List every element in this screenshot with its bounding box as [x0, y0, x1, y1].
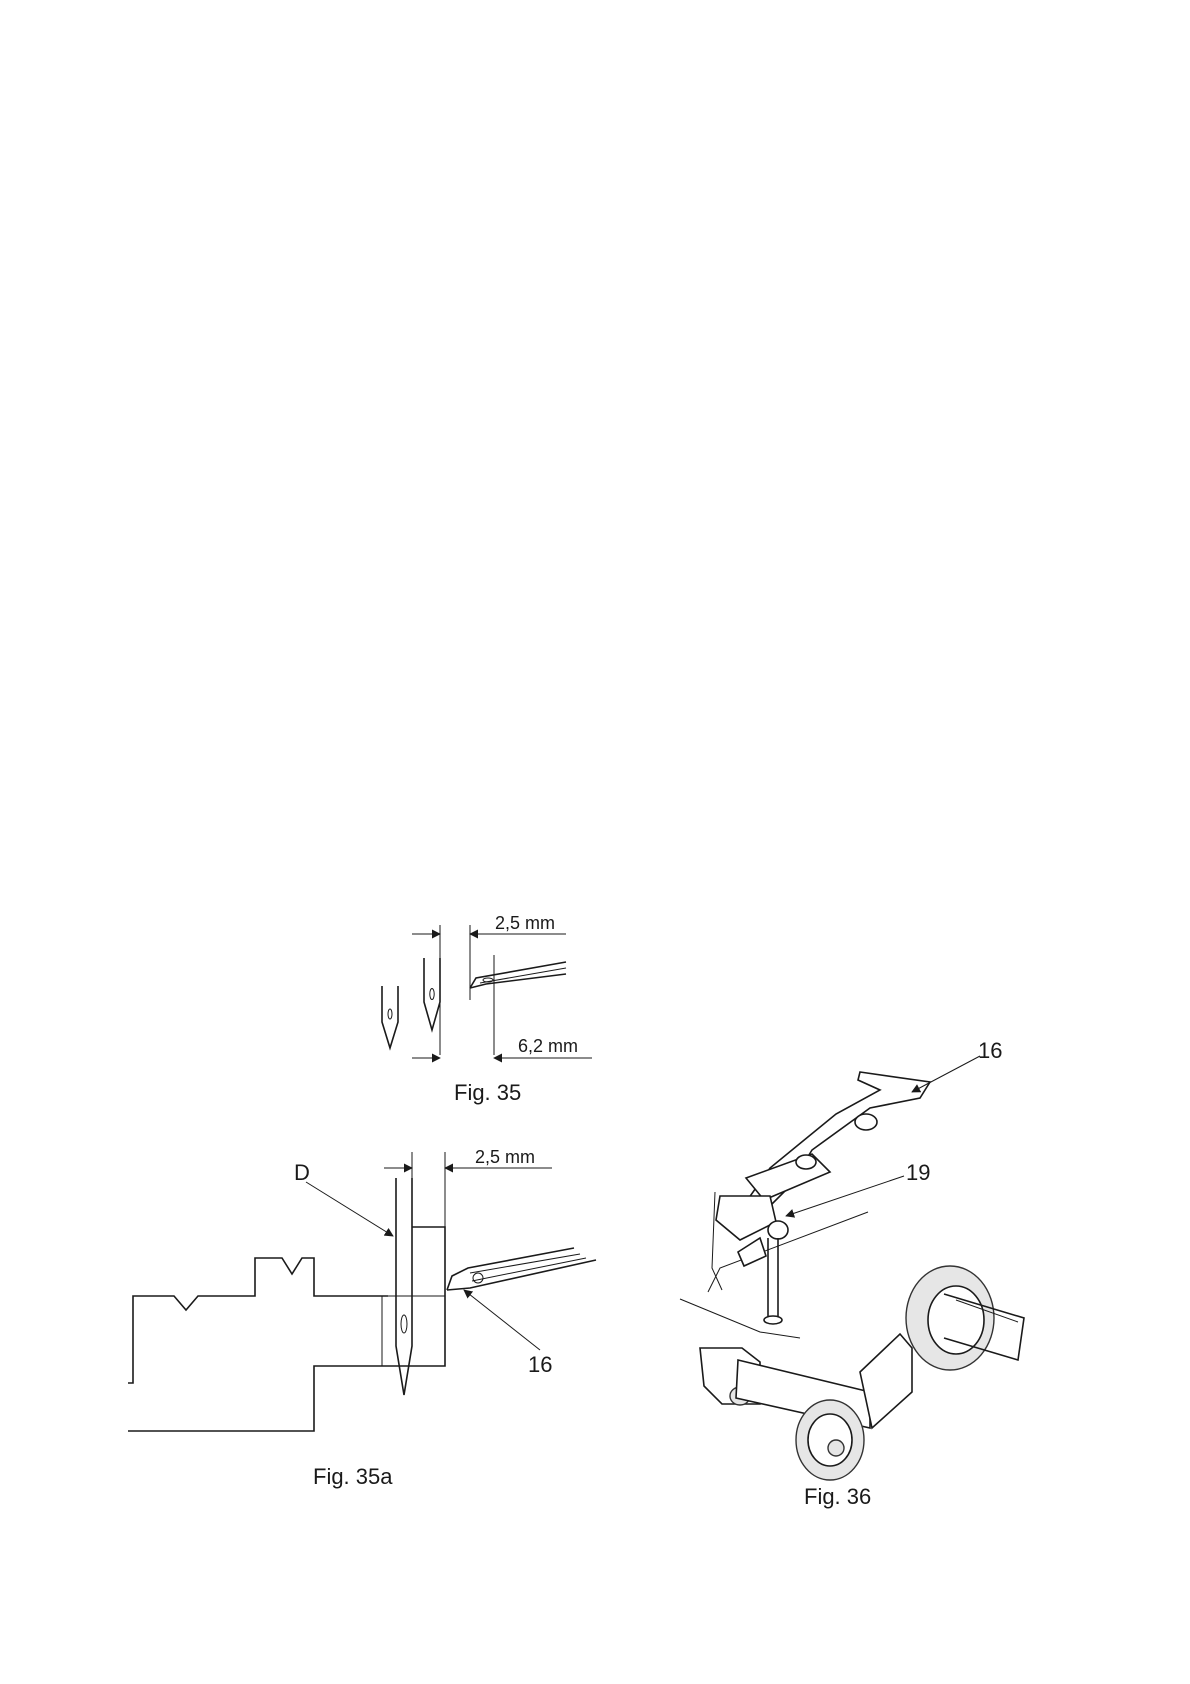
- label-D: D: [294, 1160, 310, 1185]
- leader-16-fig36: [912, 1056, 980, 1092]
- label-19: 19: [906, 1160, 930, 1185]
- fig-35a-caption: Fig. 35a: [313, 1464, 393, 1489]
- looper-shaft-assembly: [700, 1266, 1024, 1480]
- needle-middle: [424, 958, 440, 1030]
- label-16-fig36: 16: [978, 1038, 1002, 1063]
- dimension-2-5mm-label: 2,5 mm: [495, 913, 555, 933]
- needle-plate-outline: [128, 1258, 388, 1383]
- looper-hook-16: [447, 1248, 596, 1290]
- fig-35-caption: Fig. 35: [454, 1080, 521, 1105]
- looper-arm-assembly: [716, 1072, 930, 1324]
- looper-blade-35: [470, 962, 566, 988]
- figure-36: 16 19 Fig. 36: [680, 1038, 1024, 1509]
- figure-35a: 2,5 mm D 16 Fig. 35a: [128, 1147, 596, 1489]
- needle-left: [382, 986, 398, 1048]
- needle-35a: [396, 1178, 412, 1395]
- leader-D: [306, 1182, 393, 1236]
- dimension-2-5mm-label-35a: 2,5 mm: [475, 1147, 535, 1167]
- leader-16-35a: [464, 1290, 540, 1350]
- dimension-6-2mm-label: 6,2 mm: [518, 1036, 578, 1056]
- fig-36-caption: Fig. 36: [804, 1484, 871, 1509]
- figure-35: 2,5 mm 6,2 mm Fig. 35: [382, 913, 592, 1105]
- label-16-35a: 16: [528, 1352, 552, 1377]
